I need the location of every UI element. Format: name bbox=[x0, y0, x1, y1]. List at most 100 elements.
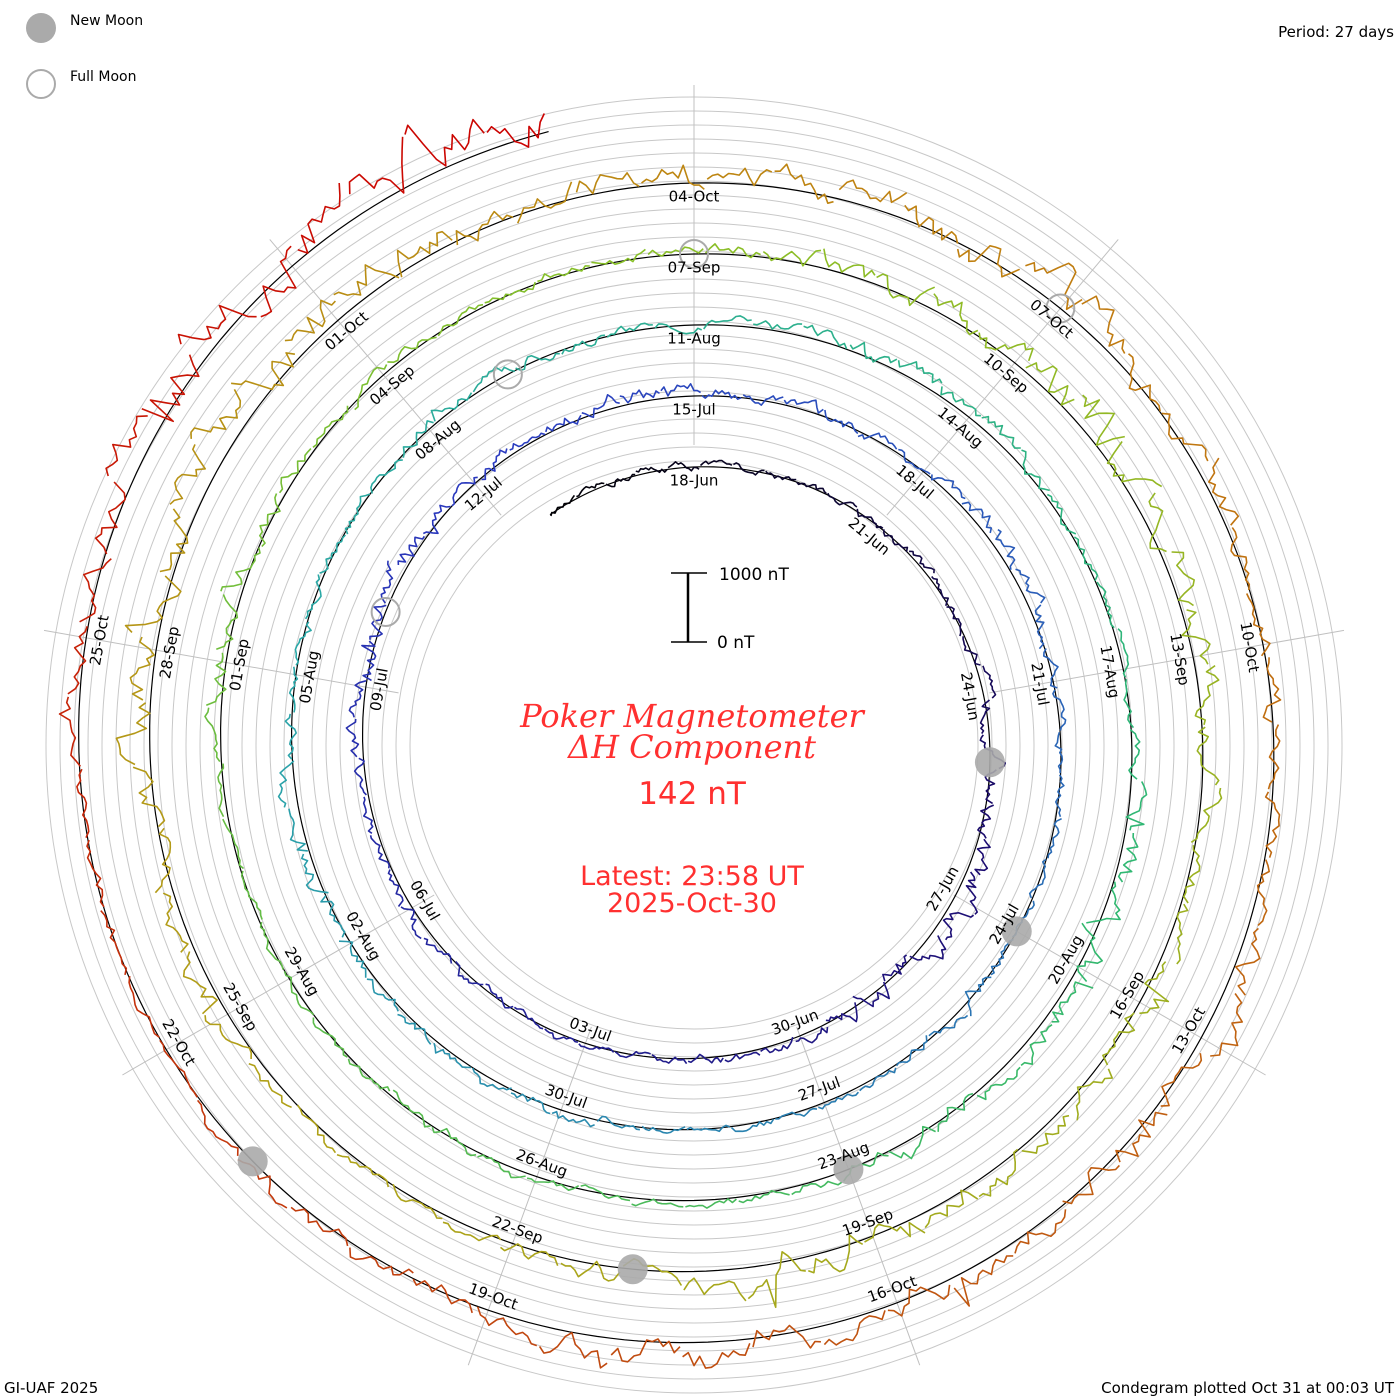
grid bbox=[43, 85, 1345, 1394]
trace-segment bbox=[301, 853, 329, 894]
full-moon-marker bbox=[370, 596, 401, 627]
trace-segment bbox=[515, 352, 560, 372]
trace-segment bbox=[404, 118, 485, 167]
trace-segment bbox=[864, 1221, 926, 1243]
trace-segment bbox=[380, 560, 394, 604]
grid-spoke bbox=[467, 1026, 592, 1366]
grid-spoke bbox=[269, 239, 502, 516]
trace-segment bbox=[451, 476, 478, 507]
trace-segment bbox=[978, 1148, 1019, 1198]
date-label: 08-Aug bbox=[412, 416, 465, 464]
date-label: 22-Oct bbox=[158, 1016, 199, 1069]
trace-segment bbox=[1123, 678, 1135, 729]
date-label: 07-Sep bbox=[668, 259, 721, 277]
trace-segment bbox=[204, 1015, 252, 1060]
trace-segment bbox=[876, 273, 936, 307]
trace-segment bbox=[747, 1251, 806, 1309]
trace-segment bbox=[1117, 832, 1139, 883]
trace-segment bbox=[940, 386, 981, 417]
trace-segment bbox=[641, 164, 705, 190]
chart-subtitle: ΔH Component bbox=[566, 728, 816, 766]
trace-segment bbox=[974, 838, 991, 876]
grid-spoke bbox=[886, 239, 1119, 516]
trace-segment bbox=[883, 529, 909, 552]
trace-segment bbox=[1139, 961, 1170, 1015]
trace-segment bbox=[284, 713, 297, 760]
trace-segment bbox=[333, 264, 400, 296]
trace-segment bbox=[288, 666, 299, 713]
trace-segment bbox=[1196, 726, 1220, 786]
trace-segment bbox=[724, 1051, 761, 1063]
trace-segment bbox=[683, 1277, 747, 1302]
scale-top-label: 1000 nT bbox=[719, 565, 789, 585]
trace-segment bbox=[1190, 787, 1223, 843]
trace-segment bbox=[231, 352, 296, 391]
trace-segment bbox=[1256, 859, 1270, 926]
trace-segment bbox=[1076, 922, 1103, 983]
grid-circle bbox=[409, 460, 979, 1030]
trace-segment bbox=[387, 336, 437, 363]
date-label: 26-Aug bbox=[514, 1146, 570, 1181]
date-label: 11-Aug bbox=[667, 330, 720, 348]
trace-segment bbox=[220, 547, 261, 592]
trace-segment bbox=[348, 136, 405, 195]
full-moon-marker bbox=[492, 359, 523, 390]
trace-segment bbox=[581, 394, 620, 419]
trace-segment bbox=[1210, 993, 1243, 1057]
trace-segment bbox=[76, 768, 90, 839]
trace-segment bbox=[965, 871, 978, 915]
trace-segment bbox=[904, 204, 959, 244]
date-label: 30-Jul bbox=[543, 1081, 590, 1113]
trace-segment bbox=[803, 324, 848, 350]
trace-segment bbox=[1245, 593, 1271, 657]
trace-segment bbox=[738, 1189, 790, 1204]
trace-segment bbox=[196, 1099, 239, 1156]
trace-segment bbox=[294, 621, 312, 666]
trace-segment bbox=[606, 322, 653, 338]
trace-segment bbox=[897, 360, 943, 384]
trace-segment bbox=[838, 179, 908, 204]
trace-segment bbox=[1021, 449, 1050, 492]
trace-segment bbox=[206, 652, 227, 706]
trace-segment bbox=[442, 1221, 502, 1242]
full-moon-marker bbox=[679, 239, 709, 269]
trace-segment bbox=[859, 1067, 897, 1092]
trace-segment bbox=[1054, 731, 1064, 774]
date-label: 15-Jul bbox=[672, 401, 715, 419]
trace-segment bbox=[576, 482, 605, 498]
trace-segment bbox=[369, 835, 390, 869]
trace-segment bbox=[962, 636, 981, 666]
center-title: Poker Magnetometer ΔH Component 142 nT L… bbox=[519, 697, 865, 919]
trace-segment bbox=[400, 906, 422, 940]
trace-segment bbox=[349, 1247, 414, 1276]
trace-segment bbox=[362, 796, 374, 834]
trace-segment bbox=[471, 1067, 512, 1091]
trace-segment bbox=[1208, 457, 1240, 526]
trace-segment bbox=[686, 1124, 731, 1133]
trace-segment bbox=[455, 210, 514, 246]
trace-segment bbox=[304, 574, 322, 620]
trace-segment bbox=[560, 1260, 621, 1282]
trace-segment bbox=[204, 707, 221, 763]
trace-segment bbox=[1073, 536, 1099, 582]
date-label: 27-Jun bbox=[923, 863, 963, 914]
trace-segment bbox=[366, 978, 399, 1012]
new-moon-marker bbox=[617, 1254, 648, 1285]
trace-segment bbox=[290, 1206, 349, 1247]
new-moon-legend-icon bbox=[26, 13, 56, 43]
trace-segment bbox=[824, 409, 859, 435]
trace-segment bbox=[159, 1039, 198, 1098]
trace-segment bbox=[1047, 817, 1062, 859]
trace-segment bbox=[297, 1104, 337, 1154]
trace-segment bbox=[578, 1043, 615, 1053]
trace-segment bbox=[1181, 609, 1211, 665]
trace-segment bbox=[154, 827, 172, 894]
trace-segment bbox=[431, 1126, 477, 1157]
new-moon-marker bbox=[974, 747, 1005, 778]
trace-segment bbox=[422, 504, 451, 535]
trace-segment bbox=[217, 763, 225, 818]
trace-segment bbox=[687, 1053, 724, 1064]
trace-segment bbox=[580, 1184, 631, 1202]
trace-segment bbox=[1262, 657, 1282, 723]
trace-segment bbox=[852, 981, 890, 1008]
